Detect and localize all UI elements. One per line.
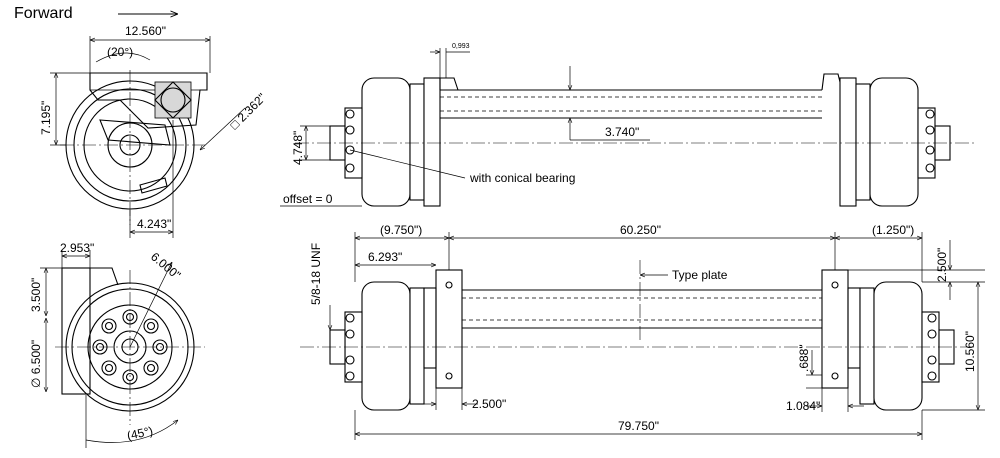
hub-bolt-dim: 6.000" [148, 250, 183, 283]
front-center-dim: 60.250" [620, 223, 661, 237]
top-height-dim: 4.748" [291, 131, 305, 165]
top-drop-dim: 3.740" [605, 125, 639, 139]
front-total-length: 79.750" [618, 419, 659, 433]
side-view: 12.560" (20°) 7.195" □ 2.362" 4.243" [39, 24, 269, 238]
front-left-dim: (9.750") [380, 223, 422, 237]
hub-angle-dim: (45°) [126, 424, 154, 443]
side-height-dim: 7.195" [39, 101, 53, 135]
side-angle-top: (20°) [107, 45, 133, 59]
hub-height-dim: 3.500" [29, 278, 43, 312]
top-offset-note: offset = 0 [283, 192, 333, 206]
side-width-dim: 12.560" [125, 24, 166, 38]
forward-label: Forward [14, 5, 73, 22]
top-small-dim: 0,993 [452, 43, 470, 50]
front-right-height: 2.500" [935, 248, 949, 282]
front-thread-dim: 5/8-18 UNF [309, 243, 323, 305]
top-view: 0,993 4.748" 3.740" with conical bearing… [280, 43, 975, 207]
front-view: (9.750") 60.250" (1.250") 6.293" 5/8-18 … [300, 223, 985, 440]
side-square-dim: □ 2.362" [227, 90, 269, 132]
front-right-dim: (1.250") [872, 223, 914, 237]
top-bearing-note: with conical bearing [469, 171, 575, 185]
front-plate-height: .688" [797, 344, 811, 372]
front-hub-dim: 6.293" [368, 250, 402, 264]
front-total-height: 10.560" [963, 331, 977, 372]
side-offset-dim: 4.243" [137, 217, 171, 231]
front-plate-offset: 1.084" [786, 399, 820, 413]
front-plate-width: 2.500" [472, 397, 506, 411]
hub-diameter-dim: ∅ 6.500" [29, 340, 43, 388]
hub-top-dim: 2.953" [60, 241, 94, 255]
front-type-plate: Type plate [672, 268, 728, 282]
hub-view: 2.953" 6.000" 3.500" ∅ 6.500" (45°) [29, 241, 205, 448]
